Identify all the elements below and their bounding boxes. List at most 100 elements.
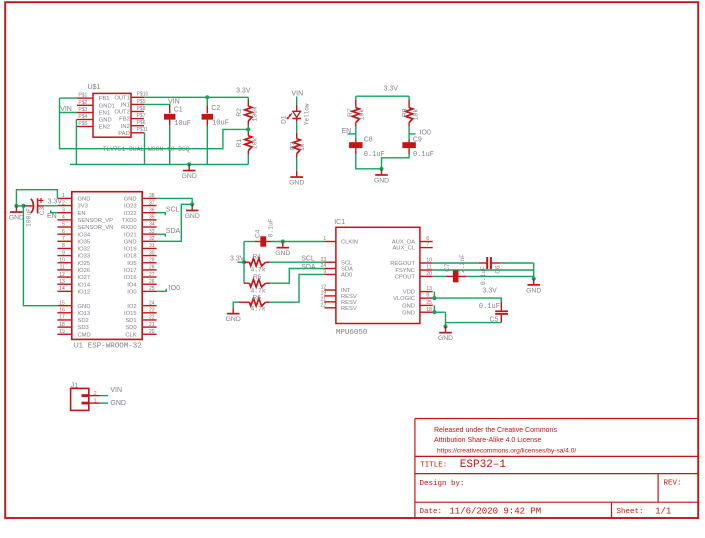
- svg-text:OUT1: OUT1: [114, 95, 129, 101]
- svg-text:32: 32: [149, 236, 155, 242]
- svg-text:12: 12: [321, 285, 327, 291]
- svg-text:3.3V: 3.3V: [230, 255, 245, 262]
- svg-text:REGOUT: REGOUT: [390, 261, 415, 267]
- svg-text:GND: GND: [374, 177, 389, 184]
- svg-text:0.1uF: 0.1uF: [479, 303, 500, 311]
- svg-text:Date:: Date:: [420, 508, 443, 516]
- svg-text:RESV: RESV: [341, 300, 357, 306]
- svg-text:GND: GND: [289, 180, 304, 187]
- svg-text:REV:: REV:: [664, 479, 682, 487]
- svg-text:IO27: IO27: [78, 275, 91, 281]
- svg-text:4.7k: 4.7k: [251, 266, 266, 273]
- svg-text:4: 4: [62, 215, 65, 221]
- svg-text:P$2: P$2: [78, 100, 87, 106]
- svg-text:IO32: IO32: [78, 247, 91, 253]
- svg-text:10: 10: [59, 257, 65, 263]
- svg-text:0.1uF: 0.1uF: [268, 218, 275, 237]
- svg-text:16: 16: [59, 308, 65, 314]
- svg-text:GND: GND: [526, 287, 541, 294]
- svg-text:38: 38: [149, 193, 155, 199]
- svg-text:GND1: GND1: [99, 103, 115, 109]
- svg-text:CPOUT: CPOUT: [395, 275, 416, 281]
- svg-text:C4: C4: [255, 229, 262, 238]
- svg-text:4.7k: 4.7k: [251, 306, 266, 313]
- svg-text:15: 15: [59, 300, 65, 306]
- svg-text:SDA: SDA: [301, 264, 316, 271]
- svg-text:VIN: VIN: [60, 106, 72, 113]
- svg-text:IO2: IO2: [127, 304, 136, 310]
- svg-text:20k: 20k: [251, 137, 258, 149]
- svg-text:C5: C5: [490, 317, 499, 324]
- svg-text:EN: EN: [342, 128, 352, 135]
- svg-text:19: 19: [321, 291, 327, 297]
- svg-text:29: 29: [149, 257, 155, 263]
- svg-text:IO35: IO35: [78, 239, 91, 245]
- svg-text:AD0: AD0: [341, 273, 352, 279]
- svg-text:IO18: IO18: [124, 254, 137, 260]
- svg-text:8: 8: [62, 243, 65, 249]
- svg-text:C9: C9: [413, 137, 422, 144]
- svg-text:IO5: IO5: [127, 261, 136, 267]
- svg-text:VDD: VDD: [403, 290, 415, 296]
- svg-text:R2: R2: [236, 108, 243, 117]
- svg-text:11: 11: [60, 265, 65, 271]
- svg-text:P$11: P$11: [137, 127, 149, 133]
- svg-text:30: 30: [149, 250, 155, 256]
- svg-text:IN1: IN1: [121, 103, 130, 109]
- svg-text:IC1: IC1: [334, 219, 345, 226]
- svg-text:0.1uF: 0.1uF: [364, 151, 385, 159]
- svg-text:24: 24: [149, 300, 155, 306]
- svg-text:GND: GND: [78, 197, 91, 203]
- svg-text:31: 31: [149, 243, 155, 249]
- svg-text:VLOGIC: VLOGIC: [393, 296, 415, 302]
- svg-text:P$7: P$7: [137, 113, 146, 119]
- svg-text:27: 27: [149, 272, 155, 278]
- svg-text:10uF: 10uF: [212, 120, 229, 128]
- svg-text:EN: EN: [47, 213, 57, 220]
- svg-text:3.3V: 3.3V: [236, 87, 251, 94]
- svg-text:IO16: IO16: [124, 275, 137, 281]
- svg-text:GND: GND: [275, 250, 290, 257]
- svg-text:OUT2: OUT2: [114, 110, 129, 116]
- svg-text:CLKIN: CLKIN: [341, 240, 358, 246]
- svg-text:2: 2: [94, 391, 97, 397]
- svg-text:IO19: IO19: [124, 247, 137, 253]
- svg-text:FB2: FB2: [119, 117, 130, 123]
- svg-text:R1: R1: [236, 139, 243, 148]
- svg-text:1: 1: [94, 399, 97, 405]
- svg-text:IO21: IO21: [124, 232, 137, 238]
- svg-text:9: 9: [323, 269, 326, 275]
- svg-text:10k: 10k: [358, 109, 365, 121]
- svg-text:100k: 100k: [251, 106, 258, 121]
- svg-text:P$4: P$4: [78, 114, 87, 120]
- svg-text:21: 21: [149, 322, 155, 328]
- svg-text:R7: R7: [347, 108, 354, 117]
- svg-text:34: 34: [149, 222, 155, 228]
- svg-text:IO0: IO0: [127, 289, 136, 295]
- svg-text:18: 18: [59, 322, 65, 328]
- svg-text:37: 37: [149, 200, 155, 206]
- svg-text:P$5: P$5: [78, 121, 87, 127]
- svg-text:MPU6050: MPU6050: [336, 329, 368, 337]
- svg-text:RESV: RESV: [341, 306, 357, 312]
- svg-text:D1: D1: [281, 115, 288, 124]
- svg-text:R8: R8: [402, 108, 409, 117]
- svg-text:VIN: VIN: [110, 387, 122, 394]
- svg-text:SD0: SD0: [125, 325, 136, 331]
- svg-text:CLK: CLK: [125, 332, 136, 338]
- svg-text:22: 22: [321, 302, 327, 308]
- svg-text:RESV: RESV: [341, 294, 357, 300]
- svg-text:23: 23: [149, 308, 155, 314]
- svg-text:Released under the Creative Co: Released under the Creative Commons: [434, 427, 557, 434]
- svg-text:10k: 10k: [412, 109, 419, 121]
- svg-text:IO26: IO26: [78, 268, 91, 274]
- svg-text:VIN: VIN: [292, 90, 304, 97]
- svg-text:EN: EN: [78, 211, 86, 217]
- svg-text:1: 1: [323, 236, 326, 242]
- svg-text:10uF: 10uF: [174, 120, 191, 128]
- svg-text:13: 13: [426, 286, 432, 292]
- svg-text:GND: GND: [402, 310, 415, 316]
- svg-text:AUX_CL: AUX_CL: [392, 246, 415, 252]
- svg-text:20: 20: [426, 271, 432, 277]
- svg-text:GND: GND: [182, 173, 197, 180]
